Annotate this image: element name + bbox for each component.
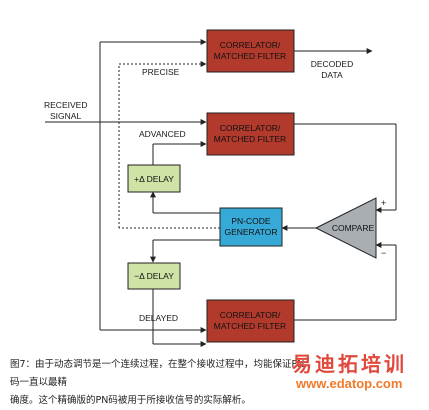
correlator-precise-line2: MATCHED FILTER [214,51,286,61]
compare-label: COMPARE [332,223,375,233]
plus-delay-label: +Δ DELAY [134,174,174,184]
correlator-advanced-line1: CORRELATOR/ [220,123,281,133]
decoded-data-label-line1: DECODED [311,59,354,69]
watermark-text: 易迪拓培训 [292,352,407,376]
pn-code-tracking-diagram: CORRELATOR/ MATCHED FILTER CORRELATOR/ M… [44,29,397,347]
watermark-logo: 易迪拓培训 www.edatop.com [292,348,427,396]
advanced-label: ADVANCED [139,129,186,139]
correlator-precise-line1: CORRELATOR/ [220,40,281,50]
watermark-url: www.edatop.com [296,376,403,391]
precise-dotted-line [118,61,220,229]
pn-generator-line2: GENERATOR [224,227,277,237]
correlator-delayed-line1: CORRELATOR/ [220,310,281,320]
received-signal-label-line1: RECEIVED [44,100,87,110]
minus-delay-label: −Δ DELAY [134,271,174,281]
correlator-delayed: CORRELATOR/ MATCHED FILTER [206,299,295,343]
pn-generator-line1: PN-CODE [231,216,271,226]
signal-wires [45,39,397,347]
correlator-advanced: CORRELATOR/ MATCHED FILTER [206,112,295,156]
pn-code-generator: PN-CODE GENERATOR [219,207,283,247]
compare-minus-sign: − [381,248,386,258]
minus-delay-block: −Δ DELAY [127,262,181,290]
delayed-label: DELAYED [139,313,178,323]
compare-block: COMPARE + − [314,197,386,259]
received-signal-label-line2: SIGNAL [50,111,81,121]
plus-delay-block: +Δ DELAY [127,164,181,193]
caption-line1: 图7：由于动态调节是一个连续过程，在整个接收过程中，均能保证PN码一直以最精 [10,359,305,388]
caption-line2: 确度。这个精确版的PN码被用于所接收信号的实际解析。 [10,395,251,406]
correlator-precise: CORRELATOR/ MATCHED FILTER [206,29,295,73]
precise-label: PRECISE [142,67,180,77]
correlator-advanced-line2: MATCHED FILTER [214,134,286,144]
figure-caption: 图7：由于动态调节是一个连续过程，在整个接收过程中，均能保证PN码一直以最精 确… [10,356,310,410]
correlator-delayed-line2: MATCHED FILTER [214,321,286,331]
compare-plus-sign: + [381,198,386,208]
decoded-data-label-line2: DATA [321,70,343,80]
